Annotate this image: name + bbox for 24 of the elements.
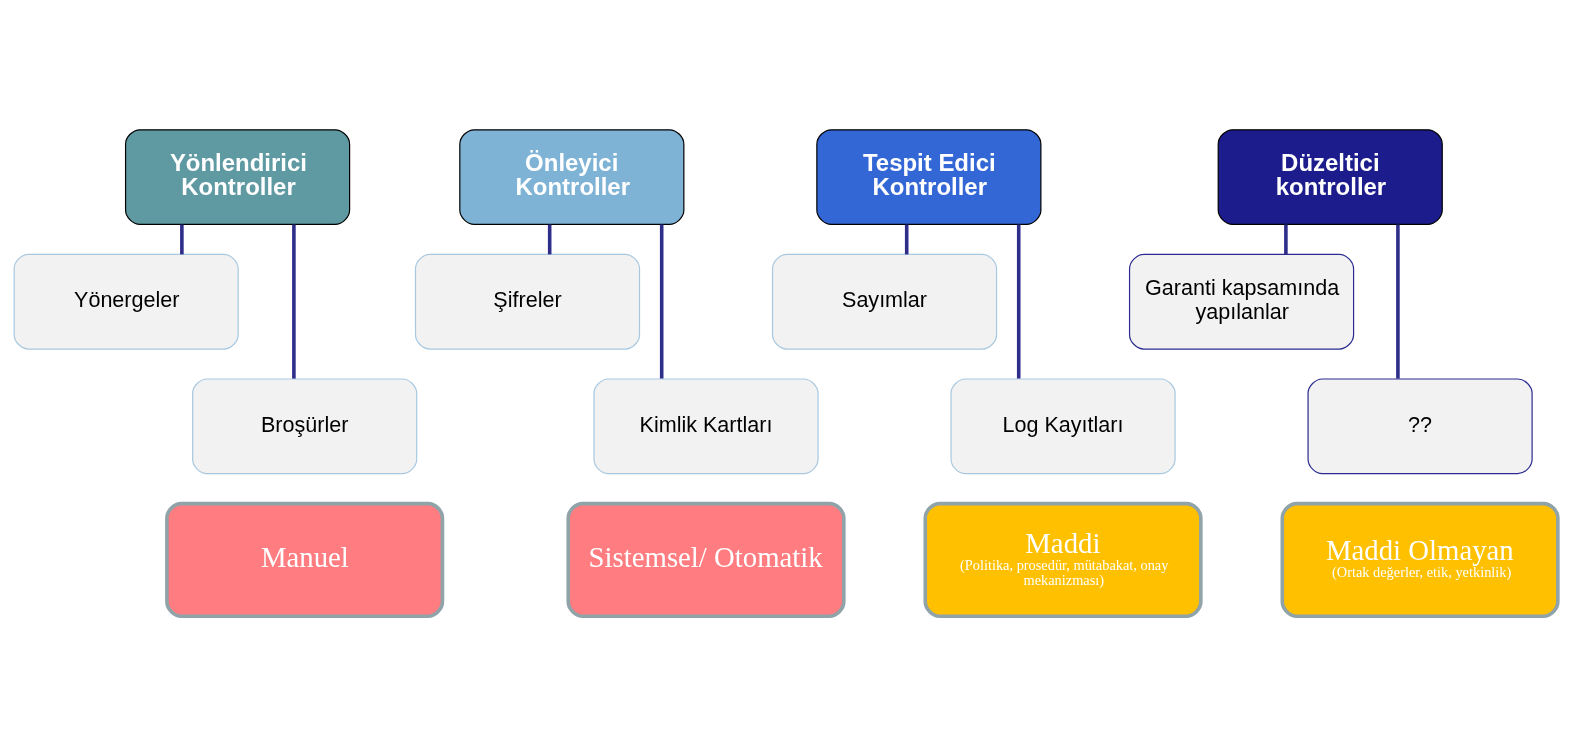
node-box: Sistemsel/ Otomatik [566, 501, 846, 618]
node-box: Maddi (Politika, prosedür, mütabakat, onay mekanizması) [923, 501, 1203, 618]
node-box: Kimlik Kartları [593, 378, 819, 475]
node-box: Düzeltici kontroller [1217, 129, 1443, 226]
node-box: Garanti kapsamında yapılanlar [1128, 253, 1355, 350]
connector [904, 224, 909, 255]
node-box: Manuel [165, 501, 445, 618]
connector [1016, 224, 1021, 379]
node-box: Önleyici Kontroller [459, 129, 685, 226]
node-box: Maddi Olmayan (Ortak değerler, etik, yetkinlik) [1280, 501, 1560, 618]
connector [547, 224, 552, 255]
node-box: Tespit Edici Kontroller [816, 129, 1042, 226]
node-box: Şifreler [414, 253, 641, 350]
node-box: Yönlendirici Kontroller [124, 129, 351, 226]
node-box: Log Kayıtları [950, 378, 1176, 475]
connector [180, 224, 184, 255]
node-box: ?? [1307, 378, 1533, 475]
connector [292, 224, 296, 379]
node-box: Yönergeler [13, 253, 239, 350]
connector [1284, 224, 1288, 255]
connector [659, 224, 664, 379]
connector [1396, 224, 1400, 379]
node-box: Broşürler [192, 378, 418, 475]
node-box: Sayımlar [771, 253, 998, 350]
